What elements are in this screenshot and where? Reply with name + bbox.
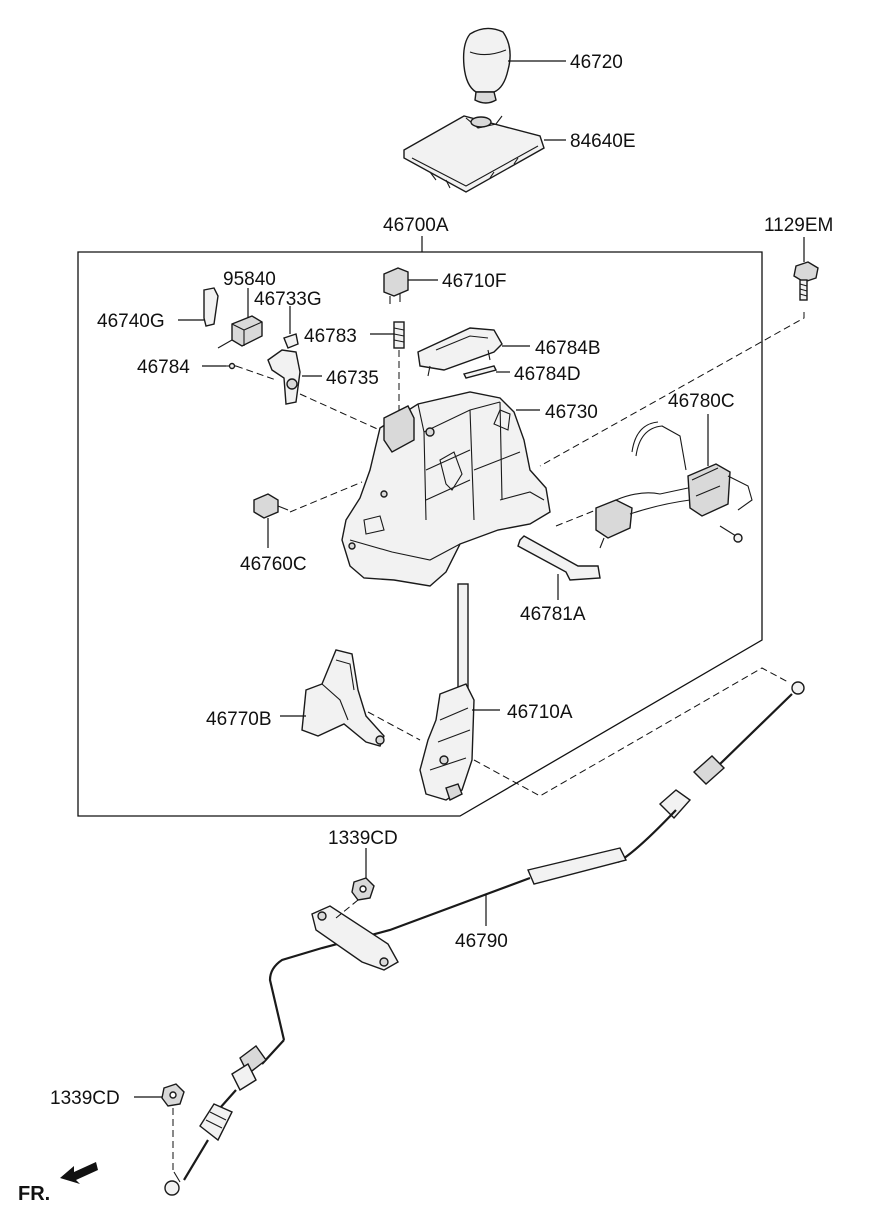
label-46730: 46730 [545,402,598,423]
dash-46780C [555,509,597,527]
dash-46710A [473,667,789,797]
label-46760C: 46760C [240,554,307,575]
clip-46740G [203,287,219,327]
nut-1339CD-top [351,877,375,901]
label-46733G: 46733G [254,289,322,310]
link-rod-46781A [517,535,601,581]
dash-1129EM [539,312,805,467]
actuator-46780C [595,421,753,549]
label-84640E: 84640E [570,131,636,152]
label-46770B: 46770B [206,709,272,730]
switch-46760C [253,493,289,519]
shifter-housing-46730 [341,391,551,587]
label-1339CD-bottom: 1339CD [50,1088,120,1109]
lever-46735 [267,349,301,405]
shift-knob [462,27,511,104]
front-direction-arrow-icon [60,1162,98,1184]
label-46700A: 46700A [383,215,449,236]
label-1339CD-top: 1339CD [328,828,398,849]
dash-46735 [299,393,385,433]
label-46784: 46784 [137,357,190,378]
solenoid-95840 [217,315,263,349]
label-46781A: 46781A [520,604,586,625]
nut-1339CD-bottom [161,1083,185,1107]
label-95840: 95840 [223,269,276,290]
assembly-boundary [77,251,763,817]
label-46740G: 46740G [97,311,165,332]
shift-boot-bezel [403,115,545,193]
clip-46733G [283,333,299,349]
pin-46784 [226,362,236,370]
label-1129EM: 1129EM [764,215,833,236]
label-46710A: 46710A [507,702,573,723]
shift-lever-46710A [419,583,475,801]
label-46720: 46720 [570,52,623,73]
dash-1339CD-top [335,899,359,919]
connector-46710F [383,267,409,304]
dash-46784 [235,365,277,381]
rod-46784D [462,365,498,379]
spring-46783 [393,321,405,349]
front-direction-label: FR. [18,1183,50,1205]
label-46783: 46783 [304,326,357,347]
label-46790: 46790 [455,931,508,952]
dash-46760C [289,481,363,513]
shift-cable-46790 [164,681,805,1196]
label-46784D: 46784D [514,364,581,385]
bracket-46770B [301,649,385,747]
label-46780C: 46780C [668,391,735,412]
bolt-1129EM [793,261,819,301]
label-46735: 46735 [326,368,379,389]
label-46710F: 46710F [442,271,506,292]
gate-cover-46784B [417,327,503,377]
label-46784B: 46784B [535,338,601,359]
dash-46770B [367,711,421,741]
